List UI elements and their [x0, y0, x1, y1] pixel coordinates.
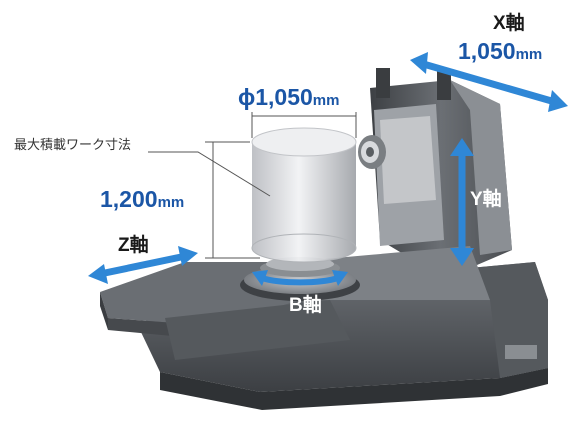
- y-axis-label: Y軸: [470, 189, 502, 210]
- max-workpiece-label: 最大積載ワーク寸法: [14, 137, 132, 152]
- dimension-lines: [148, 112, 357, 259]
- b-axis-arrow: [252, 270, 348, 286]
- diameter-unit: mm: [312, 92, 340, 109]
- diameter-dimension: ϕ1,050mm: [238, 86, 339, 109]
- height-dimension: 1,200mm: [100, 188, 184, 211]
- z-axis-label: Z軸: [118, 235, 149, 256]
- x-travel-unit: mm: [515, 46, 543, 63]
- x-axis-arrow: [410, 52, 568, 112]
- workpiece-cylinder: [251, 127, 357, 263]
- y-axis-arrow: [450, 138, 474, 266]
- height-unit: mm: [157, 194, 185, 211]
- x-travel-dimension: 1,050mm: [458, 40, 542, 63]
- x-axis-label: X軸: [493, 13, 525, 34]
- b-axis-label: B軸: [289, 295, 322, 316]
- diameter-value: ϕ1,050: [238, 84, 313, 110]
- z-axis-arrow: [88, 246, 198, 284]
- spindle-head: [358, 104, 444, 246]
- height-value: 1,200: [100, 186, 158, 212]
- x-travel-value: 1,050: [458, 38, 516, 64]
